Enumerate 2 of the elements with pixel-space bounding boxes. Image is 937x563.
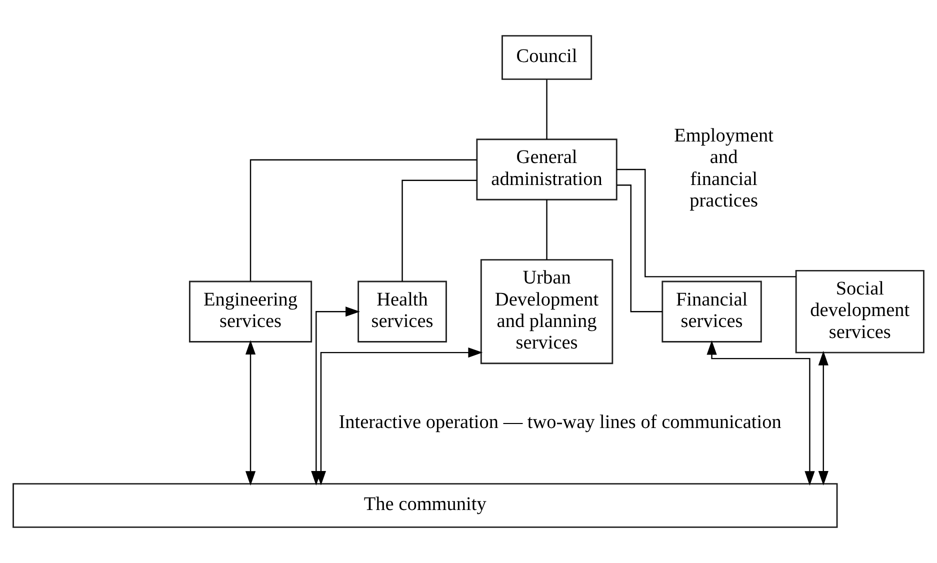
node-label: Employment and financial practices [674, 126, 774, 212]
label: Interactive operation — two-way lines of communication [338, 412, 782, 434]
